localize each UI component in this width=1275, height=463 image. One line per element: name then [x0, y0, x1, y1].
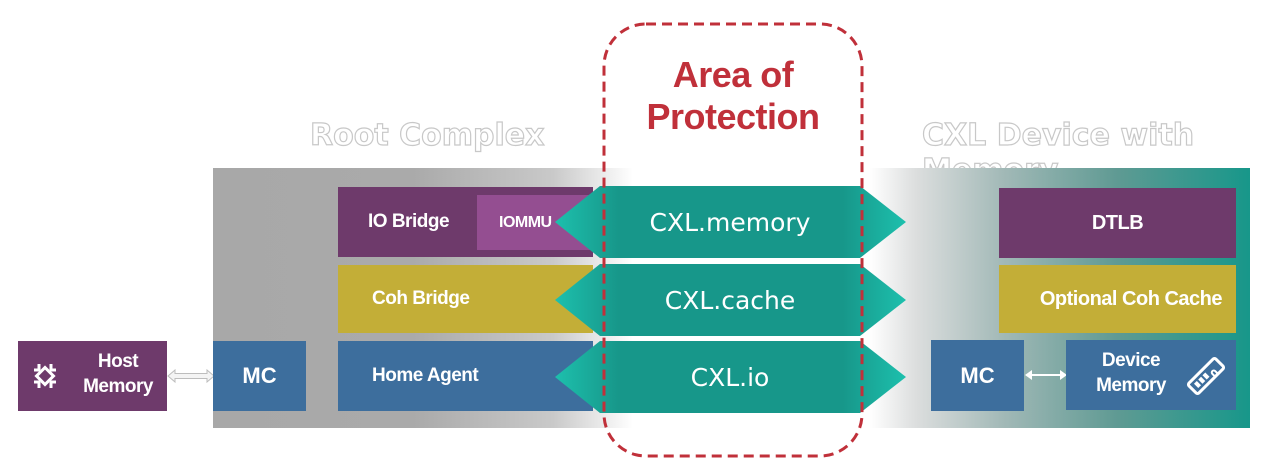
coh-cache-label: Optional Coh Cache — [1039, 287, 1223, 310]
mc-device-memory-arrow — [1025, 370, 1067, 380]
device-memory-box: Device Memory — [1066, 340, 1236, 410]
host-memory-label-2: Memory — [83, 376, 153, 397]
protection-boundary — [602, 22, 864, 458]
home-agent-box: Home Agent — [338, 341, 593, 411]
cxl-cache-arrow — [555, 264, 906, 336]
coh-cache-box: Optional Coh Cache — [999, 265, 1236, 333]
coh-bridge-box: Coh Bridge — [338, 265, 593, 333]
dtlb-box: DTLB — [999, 188, 1236, 258]
io-bridge-label: IO Bridge — [368, 211, 450, 232]
cxl-memory-arrow — [555, 186, 906, 258]
chip-icon — [30, 361, 60, 391]
memory-stick-icon — [1184, 354, 1228, 398]
dtlb-label: DTLB — [1091, 211, 1144, 234]
device-memory-label-1: Device — [1101, 350, 1161, 371]
protection-title-1: Area of — [672, 54, 794, 95]
root-mc-label: MC — [242, 363, 277, 388]
host-memory-box: Host Memory — [18, 341, 167, 411]
protocol-arrows — [555, 186, 906, 413]
cxl-io-label: CXL.io — [690, 362, 770, 392]
iommu-label: IOMMU — [499, 213, 552, 231]
cxl-memory-label: CXL.memory — [649, 207, 811, 237]
cxl-cache-label: CXL.cache — [664, 285, 796, 315]
host-mc-arrow — [167, 369, 215, 383]
root-mc-box: MC — [213, 341, 306, 411]
coh-bridge-label: Coh Bridge — [372, 288, 470, 309]
home-agent-label: Home Agent — [372, 365, 479, 386]
device-memory-label-2: Memory — [1096, 375, 1166, 396]
protection-title-2: Protection — [646, 96, 820, 137]
root-complex-title: Root Complex — [309, 117, 545, 153]
device-mc-box: MC — [931, 340, 1024, 411]
device-mc-label: MC — [960, 362, 995, 388]
cxl-io-arrow — [555, 341, 906, 413]
host-memory-label-1: Host — [97, 351, 139, 372]
